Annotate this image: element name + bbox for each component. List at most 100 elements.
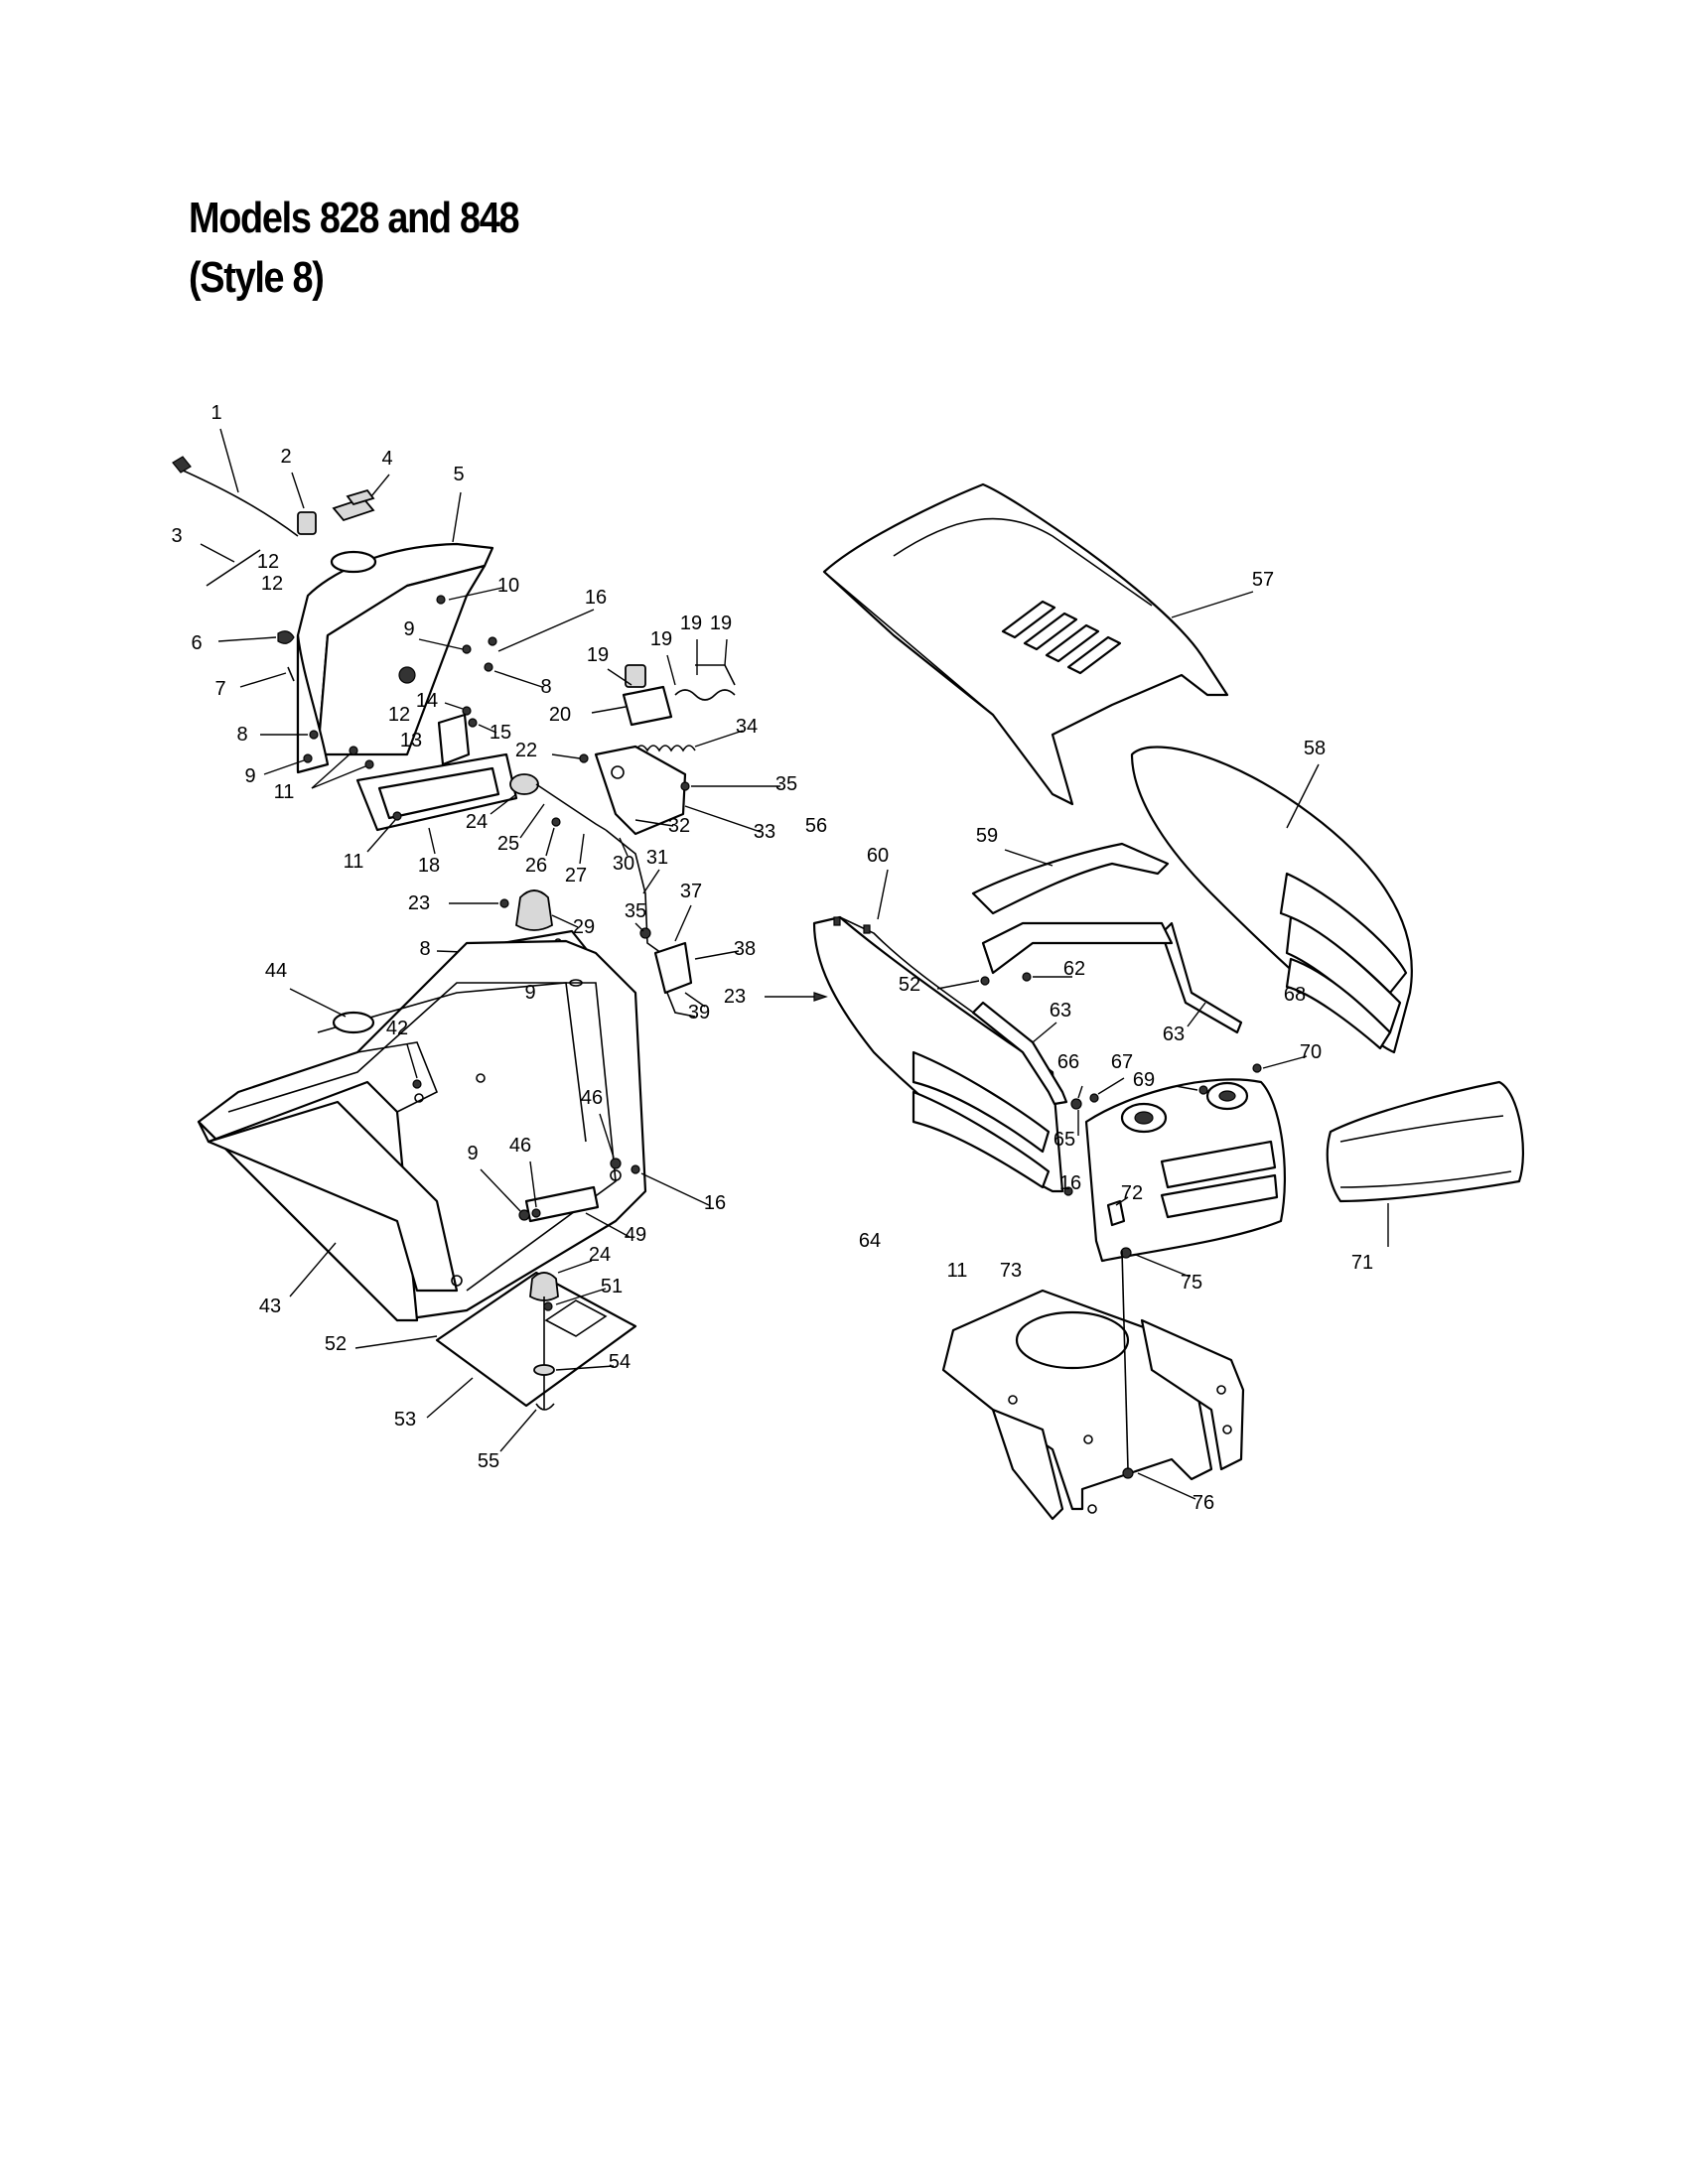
callout-label: 49 <box>625 1224 646 1246</box>
callout-label: 22 <box>515 740 537 761</box>
part-24-25-knob-rod <box>490 773 607 865</box>
callout-label: 12 <box>257 551 279 573</box>
callout-label: 72 <box>1121 1182 1143 1204</box>
part-59-hood-bar <box>971 842 1170 915</box>
callout-label: 66 <box>1057 1051 1079 1073</box>
callout-label: 46 <box>581 1087 603 1109</box>
callout-label: 53 <box>394 1409 416 1431</box>
callout-label: 31 <box>646 847 668 869</box>
callout-label: 51 <box>601 1276 623 1297</box>
callout-label: 24 <box>466 811 488 833</box>
callout-label: 44 <box>265 960 287 982</box>
part-4-switch <box>332 474 390 522</box>
part-18-plate <box>355 752 518 855</box>
callout-label: 24 <box>589 1244 611 1266</box>
callout-label: 3 <box>171 525 182 547</box>
callout-label: 16 <box>585 587 607 609</box>
callout-label: 69 <box>1133 1069 1155 1091</box>
part-7-bolt <box>239 666 295 688</box>
callout-label: 62 <box>1063 958 1085 980</box>
callout-label: 56 <box>805 815 827 837</box>
part-23-pin <box>449 898 509 908</box>
callout-label: 73 <box>1000 1260 1022 1282</box>
callout-label: 63 <box>1163 1024 1185 1045</box>
callout-label: 59 <box>976 825 998 847</box>
callout-label: 39 <box>688 1002 710 1024</box>
callout-label: 65 <box>1053 1129 1075 1151</box>
callout-label: 1 <box>210 402 221 424</box>
callout-label: 43 <box>259 1296 281 1317</box>
part-3-rod <box>200 543 261 587</box>
part-23-right-pin <box>765 992 828 1002</box>
callout-label: 6 <box>191 632 202 654</box>
callout-label: 46 <box>509 1135 531 1157</box>
callout-label: 63 <box>1050 1000 1071 1022</box>
callout-label: 19 <box>710 613 732 634</box>
callout-label: 16 <box>704 1192 726 1214</box>
callout-label: 20 <box>549 704 571 726</box>
callout-label: 19 <box>680 613 702 634</box>
callout-label: 10 <box>497 575 519 597</box>
part-5-dash-panel <box>296 491 494 774</box>
callout-label: 52 <box>325 1333 347 1355</box>
part-34-spring <box>634 730 744 752</box>
callout-label: 55 <box>478 1450 499 1472</box>
callout-label: 26 <box>525 855 547 877</box>
callout-label: 9 <box>467 1143 478 1164</box>
callout-label: 37 <box>680 881 702 902</box>
callout-label: 13 <box>400 730 422 751</box>
callout-label: 60 <box>867 845 889 867</box>
callout-label: 67 <box>1111 1051 1133 1073</box>
callout-label: 38 <box>734 938 756 960</box>
part-6-clip <box>217 630 295 644</box>
callout-label: 42 <box>386 1018 408 1039</box>
part-2-knob <box>291 472 317 535</box>
callout-label: 5 <box>453 464 464 485</box>
part-1-throttle-cable <box>172 428 299 537</box>
part-19-20-linkage <box>591 638 736 727</box>
callout-label: 8 <box>540 676 551 698</box>
part-71-front-bumper <box>1326 1080 1525 1247</box>
callout-label: 54 <box>609 1351 631 1373</box>
part-29-shift-knob <box>515 889 579 931</box>
callout-label: 19 <box>587 644 609 666</box>
callout-label: 68 <box>1284 984 1306 1006</box>
part-53-floor-plate <box>354 1260 637 1452</box>
callout-label: 12 <box>261 573 283 595</box>
page-title: Models 828 and 848 <box>189 194 520 242</box>
part-43-fender <box>197 939 647 1322</box>
left-fasteners <box>260 730 402 853</box>
grille-fasteners <box>1063 1055 1308 1206</box>
callout-label: 15 <box>490 722 511 744</box>
callout-label: 35 <box>625 900 646 922</box>
callout-label: 29 <box>573 916 595 938</box>
callout-label: 35 <box>775 773 797 795</box>
callout-label: 9 <box>524 982 535 1004</box>
callout-label: 64 <box>859 1230 881 1252</box>
callout-label: 25 <box>497 833 519 855</box>
part-42-screw <box>406 1043 422 1089</box>
callout-label: 23 <box>408 892 430 914</box>
part-33-pedal-bracket <box>551 745 780 836</box>
part-49-bracket <box>480 1113 710 1238</box>
page-subtitle: (Style 8) <box>189 253 325 302</box>
callout-label: 9 <box>403 618 414 640</box>
callout-label: 70 <box>1300 1041 1322 1063</box>
part-57-hood <box>822 482 1254 806</box>
callout-label: 71 <box>1351 1252 1373 1274</box>
part-64-front-grille <box>1084 1078 1286 1263</box>
callout-label: 7 <box>214 678 225 700</box>
callout-label: 75 <box>1181 1272 1202 1294</box>
callout-label: 14 <box>416 690 438 712</box>
callout-label: 4 <box>381 448 392 470</box>
callout-label: 11 <box>344 851 364 873</box>
part-73-front-frame <box>941 1250 1245 1521</box>
callout-label: 27 <box>565 865 587 887</box>
callout-label: 16 <box>1059 1172 1081 1194</box>
part-58-side-panel <box>1130 746 1413 1054</box>
callout-label: 33 <box>754 821 775 843</box>
callout-label: 34 <box>736 716 758 738</box>
callout-label: 76 <box>1193 1492 1214 1514</box>
callout-label: 8 <box>236 724 247 746</box>
